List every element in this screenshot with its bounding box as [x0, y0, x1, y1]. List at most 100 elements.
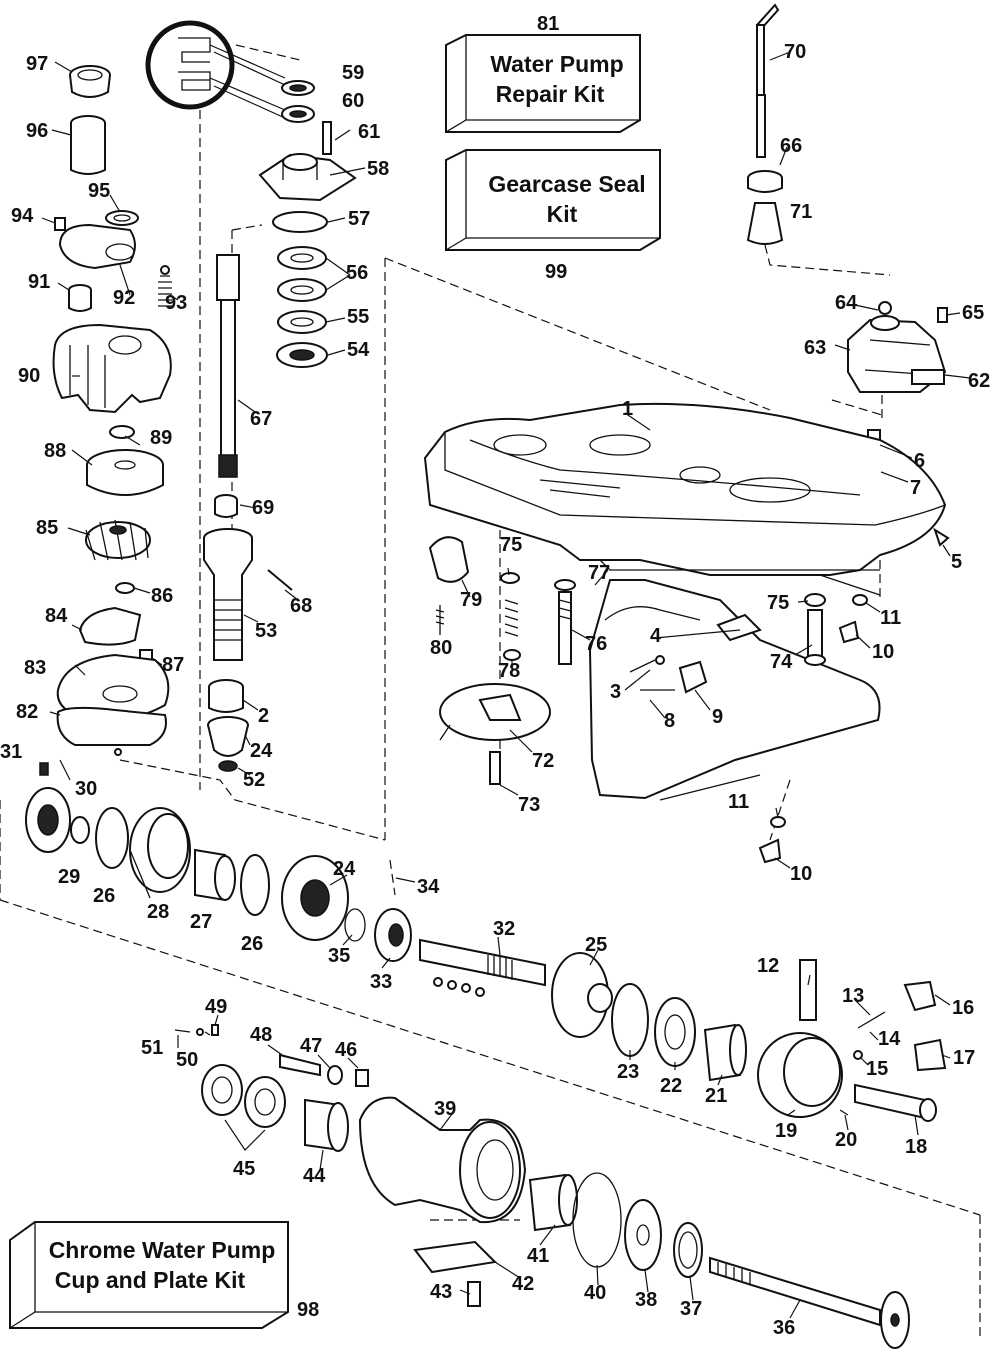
- callout-leaders: [41, 51, 971, 1319]
- callout-37: 37: [680, 1298, 702, 1320]
- callout-kit-98: 98: [297, 1299, 319, 1321]
- callout-77: 77: [588, 562, 610, 584]
- callout-27: 27: [190, 911, 212, 933]
- callout-36: 36: [773, 1317, 795, 1339]
- callout-15: 15: [866, 1058, 888, 1080]
- callout-12: 12: [757, 955, 779, 977]
- callout-10-lower: 10: [790, 863, 812, 885]
- callout-44: 44: [303, 1165, 326, 1187]
- callout-74: 74: [770, 651, 793, 673]
- callout-33: 33: [370, 971, 392, 993]
- callout-34: 34: [417, 876, 440, 898]
- callout-35: 35: [328, 945, 350, 967]
- callout-14: 14: [878, 1028, 901, 1050]
- callout-67: 67: [250, 408, 272, 430]
- callout-94: 94: [11, 205, 34, 227]
- callout-40: 40: [584, 1282, 606, 1304]
- callout-10-upper: 10: [872, 641, 894, 663]
- callout-43: 43: [430, 1281, 452, 1303]
- callout-30: 30: [75, 778, 97, 800]
- callout-28: 28: [147, 901, 169, 923]
- drive-shaft-column: [203, 80, 357, 772]
- callout-49: 49: [205, 996, 227, 1018]
- water-pump-parts: [52, 65, 172, 756]
- callout-20: 20: [835, 1129, 857, 1151]
- kit-98-title-line1: Chrome Water Pump: [49, 1237, 276, 1263]
- callout-numbers: 1 2 3 4 5 6 7 8 9 10 10 11 11 12 13 14 1…: [0, 13, 990, 1339]
- callout-42: 42: [512, 1273, 534, 1295]
- callout-79: 79: [460, 589, 482, 611]
- callout-4: 4: [650, 625, 662, 647]
- kit-99-title-line2: Kit: [547, 201, 578, 227]
- callout-63: 63: [804, 337, 826, 359]
- callout-48: 48: [250, 1024, 272, 1046]
- callout-11-lower: 11: [728, 791, 749, 813]
- callout-64: 64: [835, 292, 858, 314]
- callout-70: 70: [784, 41, 806, 63]
- callout-kit-99: 99: [545, 261, 567, 283]
- callout-1: 1: [622, 398, 633, 420]
- callout-23: 23: [617, 1061, 639, 1083]
- callout-93: 93: [165, 292, 187, 314]
- callout-65: 65: [962, 302, 984, 324]
- callout-45: 45: [233, 1158, 255, 1180]
- callout-88: 88: [44, 440, 66, 462]
- seal-detail-callout: [145, 20, 286, 119]
- callout-56: 56: [346, 262, 368, 284]
- callout-16: 16: [952, 997, 974, 1019]
- kit-boxes: [9, 34, 661, 1329]
- callout-92: 92: [113, 287, 135, 309]
- callout-66: 66: [780, 135, 802, 157]
- callout-90: 90: [18, 365, 40, 387]
- callout-29: 29: [58, 866, 80, 888]
- callout-95: 95: [88, 180, 110, 202]
- callout-18: 18: [905, 1136, 927, 1158]
- callout-26-right: 26: [241, 933, 263, 955]
- callout-73: 73: [518, 794, 540, 816]
- callout-71: 71: [790, 201, 812, 223]
- callout-60: 60: [342, 90, 364, 112]
- kit-labels: Water Pump Repair Kit Gearcase Seal Kit …: [49, 51, 646, 1293]
- callout-8: 8: [664, 710, 675, 732]
- callout-26-left: 26: [93, 885, 115, 907]
- callout-50: 50: [176, 1049, 198, 1071]
- callout-38: 38: [635, 1289, 657, 1311]
- callout-85: 85: [36, 517, 58, 539]
- callout-31: 31: [0, 741, 22, 763]
- callout-24-lower: 24: [333, 858, 356, 880]
- callout-75-left: 75: [500, 534, 522, 556]
- middle-components: [428, 536, 868, 864]
- callout-19: 19: [775, 1120, 797, 1142]
- callout-83: 83: [24, 657, 46, 679]
- callout-52: 52: [243, 769, 265, 791]
- callout-24-upper: 24: [250, 740, 273, 762]
- callout-89: 89: [150, 427, 172, 449]
- shift-rod-parts: [746, 3, 948, 475]
- kit-98-title-line2: Cup and Plate Kit: [55, 1267, 246, 1293]
- callout-68: 68: [290, 595, 312, 617]
- callout-2: 2: [258, 705, 269, 727]
- gearcase-housing: [423, 402, 950, 801]
- callout-59: 59: [342, 62, 364, 84]
- kit-81-title-line1: Water Pump: [490, 51, 623, 77]
- callout-41: 41: [527, 1245, 549, 1267]
- callout-87: 87: [162, 654, 184, 676]
- callout-11-upper: 11: [880, 607, 901, 629]
- callout-51: 51: [141, 1037, 163, 1059]
- callout-21: 21: [705, 1085, 727, 1107]
- callout-84: 84: [45, 605, 68, 627]
- callout-55: 55: [347, 306, 369, 328]
- callout-9: 9: [712, 706, 723, 728]
- callout-82: 82: [16, 701, 38, 723]
- callout-13: 13: [842, 985, 864, 1007]
- callout-61: 61: [358, 121, 380, 143]
- callout-53: 53: [255, 620, 277, 642]
- callout-5: 5: [951, 551, 962, 573]
- propeller-shaft-parts: [25, 762, 947, 1122]
- callout-76: 76: [585, 633, 607, 655]
- callout-69: 69: [252, 497, 274, 519]
- callout-91: 91: [28, 271, 50, 293]
- callout-62: 62: [968, 370, 990, 392]
- callout-75-right: 75: [767, 592, 789, 614]
- callout-39: 39: [434, 1098, 456, 1120]
